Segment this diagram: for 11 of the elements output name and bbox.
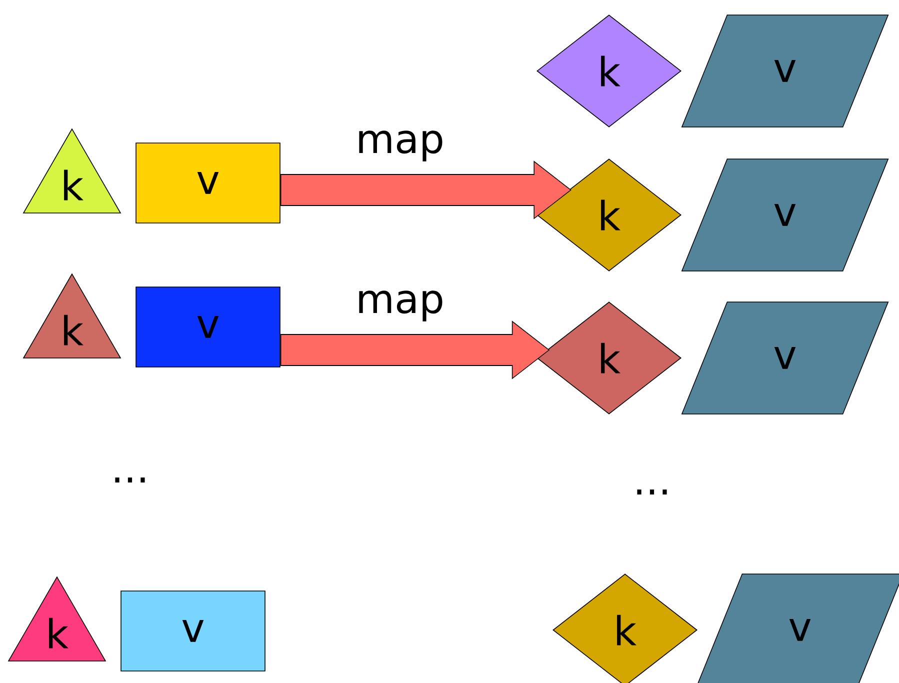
value-box: v bbox=[136, 286, 280, 368]
value-parallelogram: v bbox=[681, 158, 889, 272]
value-box: v bbox=[120, 590, 266, 672]
ellipsis: ... bbox=[115, 478, 145, 482]
edge-label: map bbox=[359, 130, 442, 162]
ellipsis: ... bbox=[637, 490, 667, 494]
value-box: v bbox=[136, 142, 280, 224]
value-parallelogram: v bbox=[681, 302, 889, 414]
value-parallelogram: v bbox=[681, 14, 889, 128]
value-parallelogram: v bbox=[696, 574, 899, 683]
edge-label: map bbox=[359, 290, 442, 322]
